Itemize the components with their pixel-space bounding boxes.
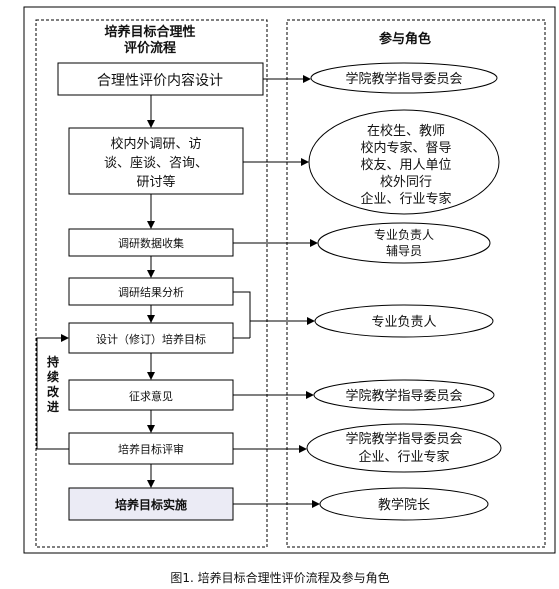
role-ellipse-3	[317, 222, 491, 264]
step-box-5	[68, 322, 234, 354]
step-label-4: 调研结果分析	[118, 285, 184, 299]
step-label-1: 合理性评价内容设计	[97, 72, 223, 89]
loop-label-char-1: 持	[47, 354, 59, 369]
role-text-7: 教学院长	[378, 497, 430, 513]
step-box-7	[68, 432, 234, 465]
step-box-3	[68, 228, 234, 257]
loop-label-char-4: 进	[47, 399, 59, 414]
role-text-2-line4: 校外同行	[380, 174, 432, 190]
outer-frame	[23, 6, 556, 554]
role-ellipse-5	[313, 379, 495, 411]
step-label-5: 设计（修订）培养目标	[96, 332, 206, 346]
step-label-7: 培养目标评审	[118, 442, 184, 456]
step-box-6	[68, 379, 234, 411]
step-box-4	[68, 277, 234, 306]
role-text-4: 专业负责人	[371, 315, 436, 330]
left-panel-title-line2: 评价流程	[124, 40, 176, 56]
step-label-2-line3: 研讨等	[136, 174, 175, 190]
step-label-2-line2: 谈、座谈、咨询、	[104, 156, 208, 171]
role-text-2-line3: 校友、用人单位	[360, 157, 451, 173]
role-text-2-line2: 校内专家、督导	[360, 140, 451, 156]
role-text-5: 学院教学指导委员会	[345, 388, 462, 404]
step-label-8: 培养目标实施	[115, 497, 187, 512]
role-text-2-line1: 在校生、教师	[367, 123, 445, 139]
role-ellipse-4	[314, 304, 494, 338]
role-bracket-4	[233, 291, 251, 321]
role-text-3-line1: 专业负责人	[374, 227, 434, 242]
step-box-2	[68, 127, 244, 195]
left-panel	[35, 19, 268, 548]
figure-caption: 图1. 培养目标合理性评价流程及参与角色	[170, 570, 389, 585]
right-panel-title: 参与角色	[379, 31, 431, 47]
left-panel-title-line1: 培养目标合理性	[104, 24, 195, 40]
loop-label-char-3: 改	[47, 384, 60, 399]
step-label-2-line1: 校内外调研、访	[110, 136, 201, 152]
role-ellipse-6	[306, 423, 502, 473]
step-box-1	[57, 62, 264, 96]
role-text-6-line2: 企业、行业专家	[358, 449, 449, 465]
step-label-6: 征求意见	[129, 389, 173, 403]
right-panel	[286, 19, 546, 548]
role-text-2-line5: 企业、行业专家	[360, 191, 451, 207]
role-ellipse-7	[319, 487, 489, 521]
role-text-1: 学院教学指导委员会	[345, 71, 462, 87]
step-label-3: 调研数据收集	[118, 236, 184, 250]
role-ellipse-1	[310, 62, 498, 94]
role-text-6-line1: 学院教学指导委员会	[345, 431, 462, 447]
role-text-3-line2: 辅导员	[386, 244, 422, 258]
loop-label-char-2: 续	[47, 369, 59, 384]
role-ellipse-2	[308, 109, 500, 215]
loop-arrow	[36, 334, 69, 450]
